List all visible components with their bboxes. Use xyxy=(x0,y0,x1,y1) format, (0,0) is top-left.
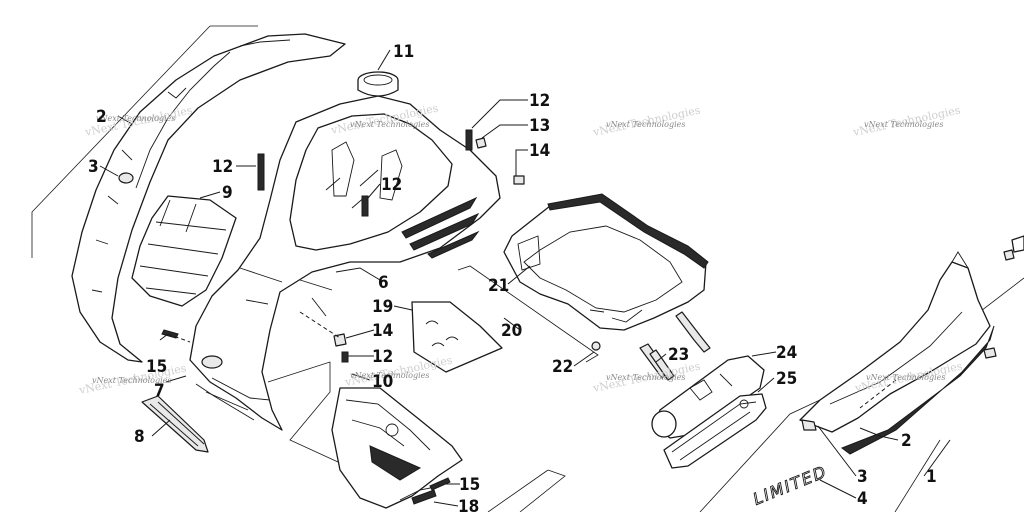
callout-24: 24 xyxy=(776,343,797,363)
dash-tray-20 xyxy=(503,193,711,353)
grommet-11 xyxy=(357,71,399,97)
callout-19: 19 xyxy=(372,297,393,317)
fasteners xyxy=(161,129,525,505)
watermark-6: vNext Technologies xyxy=(350,371,429,380)
screen-19 xyxy=(411,301,503,373)
callout-15-lower: 15 xyxy=(459,475,480,495)
callout-2-left: 2 xyxy=(96,107,107,127)
callout-12-left: 12 xyxy=(212,157,233,177)
mesh-screen-8 xyxy=(141,395,209,453)
watermark-4: vNext Technologies xyxy=(864,120,943,129)
watermark-7: vNext Technologies xyxy=(606,373,685,382)
dashed-assembly-lines xyxy=(167,311,897,409)
watermark-2: vNext Technologies xyxy=(350,120,429,129)
callout-14-lower: 14 xyxy=(372,321,393,341)
callout-11: 11 xyxy=(393,42,414,62)
callout-6: 6 xyxy=(378,273,389,293)
hood-emblem-icon xyxy=(201,355,223,369)
callout-12-lower: 12 xyxy=(372,347,393,367)
callout-22: 22 xyxy=(552,357,573,377)
left-side-panel xyxy=(71,33,346,363)
callout-3-right: 3 xyxy=(857,467,868,487)
watermark-5: vNext Technologies xyxy=(92,376,171,385)
callout-14-top: 14 xyxy=(529,141,550,161)
left-inner-grille xyxy=(131,195,237,307)
leader-lines xyxy=(99,49,951,507)
main-hood xyxy=(189,95,501,431)
limited-decal: LIMITED xyxy=(750,462,830,509)
watermark-8: vNext Technologies xyxy=(866,373,945,382)
callout-1: 1 xyxy=(926,467,937,487)
watermark-3: vNext Technologies xyxy=(606,120,685,129)
watermark-1: vNext Technologies xyxy=(96,114,175,123)
callout-2-right: 2 xyxy=(901,431,912,451)
callout-8: 8 xyxy=(134,427,145,447)
callout-12-center: 12 xyxy=(381,175,402,195)
callout-21: 21 xyxy=(488,276,509,296)
callout-9: 9 xyxy=(222,183,233,203)
callout-4: 4 xyxy=(857,489,868,509)
callout-13: 13 xyxy=(529,116,550,136)
callout-23: 23 xyxy=(668,345,689,365)
callout-15-left: 15 xyxy=(146,357,167,377)
callout-7: 7 xyxy=(154,381,165,401)
callout-18: 18 xyxy=(458,497,479,512)
strap-23 xyxy=(639,343,675,381)
callout-12-top: 12 xyxy=(529,91,550,111)
tray-25 xyxy=(663,393,767,469)
lower-panel-10 xyxy=(331,387,463,509)
callout-labels: 11 12 13 14 12 12 2 3 9 6 15 7 8 19 14 1… xyxy=(88,42,937,512)
trim-clip-icon xyxy=(118,172,134,184)
foam-24 xyxy=(651,355,765,439)
callout-20: 20 xyxy=(501,321,522,341)
callout-10: 10 xyxy=(372,372,393,392)
callout-25: 25 xyxy=(776,369,797,389)
callout-3-left: 3 xyxy=(88,157,99,177)
